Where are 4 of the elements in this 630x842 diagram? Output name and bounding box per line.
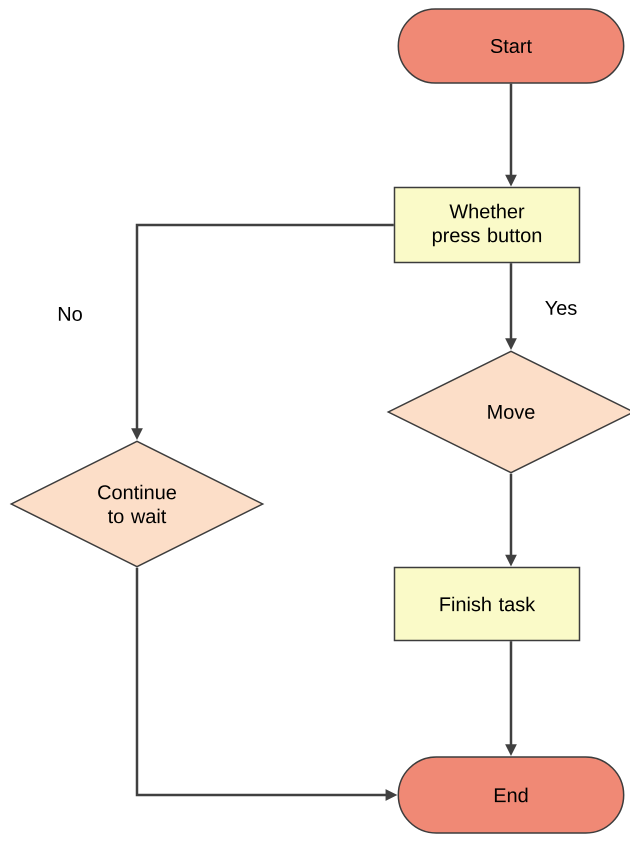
edge-label: No — [55, 305, 85, 323]
process-box: Whether press button — [394, 186, 580, 264]
process-box: Finish task — [394, 566, 580, 642]
edge-label: Yes — [542, 299, 580, 317]
